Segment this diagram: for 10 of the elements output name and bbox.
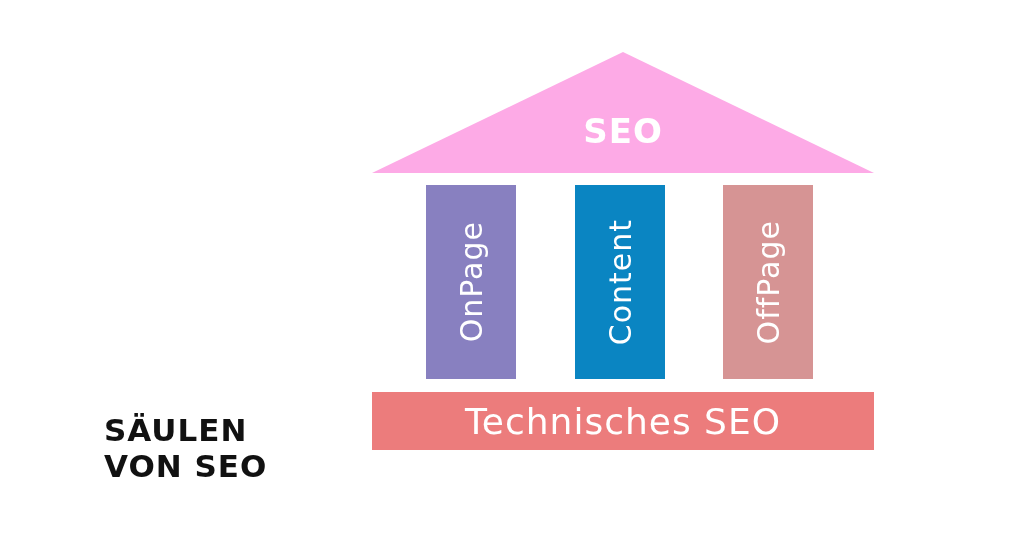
foundation-slab <box>372 392 874 450</box>
pillar <box>723 185 813 379</box>
roof-label: SEO <box>583 111 663 151</box>
pillar-label: OnPage <box>453 221 489 343</box>
pillar-label: Content <box>602 218 638 346</box>
pillar <box>426 185 516 379</box>
title-heading: SÄULEN VON SEO <box>104 412 269 484</box>
pillar <box>575 185 665 379</box>
pillar-label: OffPage <box>750 219 786 345</box>
foundation-label: Technisches SEO <box>464 400 782 442</box>
